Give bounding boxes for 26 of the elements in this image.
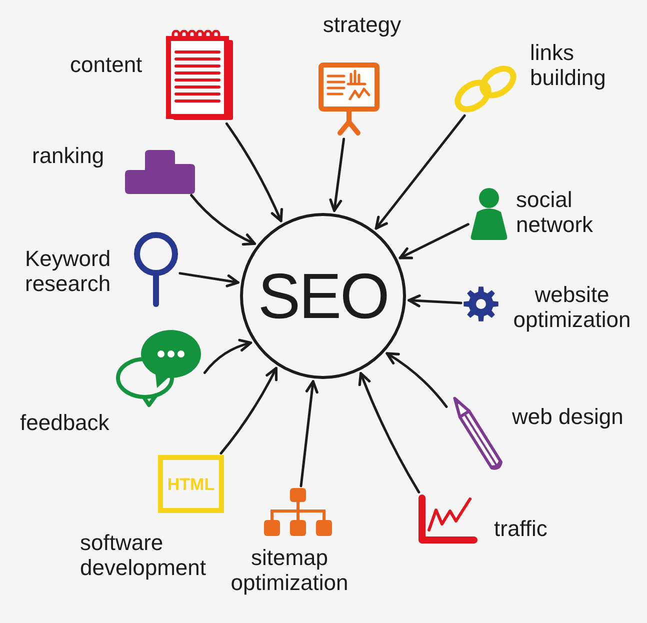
arrow [178,272,240,288]
arrow [386,352,448,408]
topic-label: website optimization [512,282,632,332]
topic-label: traffic [494,516,548,541]
topic-label: ranking [32,143,104,168]
arrow [300,380,318,488]
format-label: HTML [167,476,215,492]
topic-label: feedback [20,410,110,435]
topic-label: links building [530,40,607,90]
topic-label: web design [512,404,624,429]
arrow [190,194,256,246]
arrow [374,114,466,230]
arrow [203,339,252,374]
topic-label: software development [80,530,207,580]
topic-label: social network [516,187,594,237]
arrow [408,294,462,308]
arrow [358,372,420,494]
topic-label: sitemap optimization [230,545,350,595]
topic-label: strategy [322,12,402,37]
hub-title: SEO [258,264,388,328]
arrow [225,122,283,222]
topic-label: content [70,52,142,77]
arrow [398,223,470,260]
arrow [220,366,278,455]
arrow [329,138,346,212]
topic-label: Keyword research [25,246,112,296]
